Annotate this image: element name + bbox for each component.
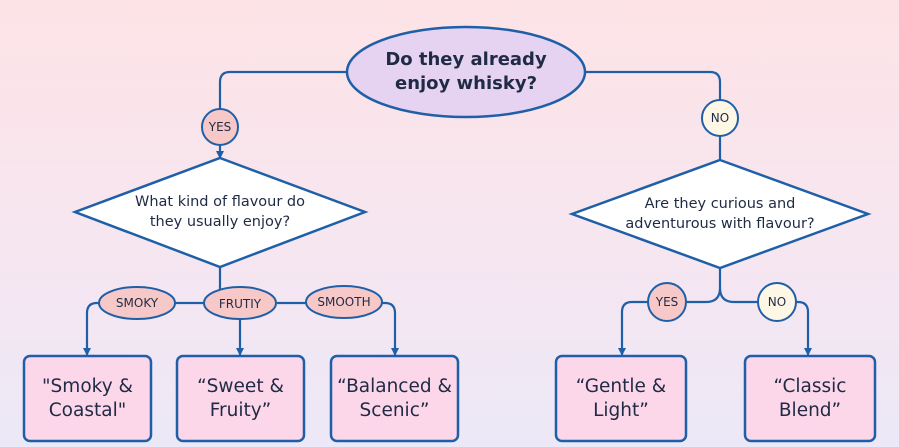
connector-root-to-no (585, 70, 724, 171)
result-smoky-coastal-line2: Coastal" (48, 399, 127, 421)
option-fruity-label: FRUTIY (218, 297, 262, 311)
result-balanced-scenic-line1: “Balanced & (337, 375, 452, 397)
connector-to-gentle-light (618, 300, 648, 356)
root-question-line1: Do they already (385, 49, 547, 70)
option-smoky-label: SMOKY (115, 296, 159, 310)
yes-branch-label: YES (208, 120, 232, 134)
connector-root-to-yes (216, 70, 347, 159)
result-sweet-fruity-line2: Fruity” (209, 399, 272, 421)
root-question-line2: enjoy whisky? (394, 73, 538, 94)
result-box-sweet-fruity (175, 354, 306, 443)
option-smooth-pill (305, 285, 383, 319)
result-classic-blend-line1: “Classic (773, 375, 847, 397)
connector-to-classic-blend (796, 300, 812, 356)
option-fruity-pill (203, 286, 277, 320)
result-balanced-scenic: “Balanced & Scenic” (331, 356, 458, 441)
result-box-classic-blend (743, 354, 877, 443)
option-yes-label: YES (655, 295, 679, 309)
result-sweet-fruity-line1: “Sweet & (197, 375, 284, 397)
result-gentle-light-line1: “Gentle & (575, 375, 667, 397)
result-sweet-fruity: “Sweet & Fruity” (177, 356, 304, 441)
result-gentle-light-line2: Light” (593, 399, 649, 421)
option-no-label: NO (767, 295, 787, 309)
option-smoky-pill (98, 286, 176, 320)
yes-branch-node (201, 108, 239, 146)
connector-to-smoky-coastal (83, 301, 100, 356)
result-gentle-light: “Gentle & Light” (556, 356, 686, 441)
option-smooth-label: SMOOTH (317, 295, 371, 309)
flavour-question-line1: What kind of flavour do (134, 194, 306, 210)
flavour-question-diamond (71, 156, 369, 269)
flavour-question-text: What kind of flavour do they usually enj… (110, 190, 330, 234)
result-balanced-scenic-line2: Scenic” (359, 399, 430, 421)
result-smoky-coastal: "Smoky & Coastal" (24, 356, 151, 441)
curious-question-line2: adventurous with flavour? (625, 216, 815, 232)
option-no-circle (757, 282, 797, 322)
connector-no-question-split (686, 268, 758, 304)
result-classic-blend-line2: Blend” (778, 399, 842, 421)
flavour-question-line2: they usually enjoy? (149, 214, 291, 230)
root-question-node (345, 25, 587, 119)
result-smoky-coastal-line1: "Smoky & (42, 375, 133, 397)
result-box-balanced-scenic (329, 354, 460, 443)
result-box-gentle-light (554, 354, 688, 443)
connector-to-balanced-scenic (382, 301, 399, 356)
curious-question-diamond (568, 158, 872, 270)
root-question-text: Do they already enjoy whisky? (350, 40, 582, 104)
curious-question-text: Are they curious and adventurous with fl… (600, 192, 840, 236)
option-yes-circle (647, 282, 687, 322)
no-branch-label: NO (710, 111, 730, 125)
no-branch-node (701, 99, 739, 137)
result-classic-blend: “Classic Blend” (745, 356, 875, 441)
result-box-smoky-coastal (22, 354, 153, 443)
curious-question-line1: Are they curious and (644, 196, 796, 212)
